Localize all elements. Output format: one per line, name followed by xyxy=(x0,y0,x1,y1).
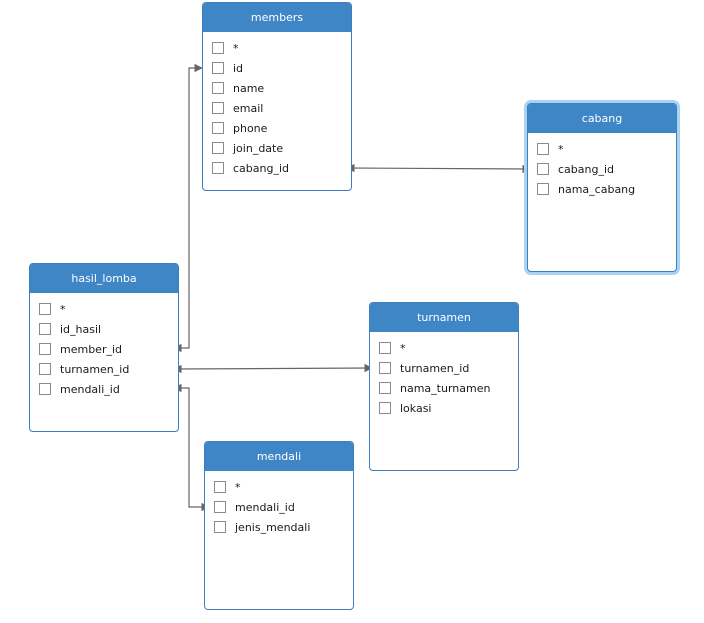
field-label: nama_turnamen xyxy=(400,381,491,395)
table-cabang[interactable]: cabang * cabang_id nama_cabang xyxy=(527,103,677,272)
field-label: * xyxy=(233,41,239,55)
field-checkbox[interactable] xyxy=(39,303,51,315)
field-row-hasil-lomba-star[interactable]: * xyxy=(30,299,178,319)
field-row-cabang-nama-cabang[interactable]: nama_cabang xyxy=(528,179,676,199)
field-checkbox[interactable] xyxy=(214,481,226,493)
field-label: cabang_id xyxy=(233,161,290,175)
field-checkbox[interactable] xyxy=(212,162,224,174)
field-row-cabang-star[interactable]: * xyxy=(528,139,676,159)
field-row-members-name[interactable]: name xyxy=(203,78,351,98)
field-checkbox[interactable] xyxy=(39,323,51,335)
field-row-turnamen-turnamen-id[interactable]: turnamen_id xyxy=(370,358,518,378)
field-checkbox[interactable] xyxy=(212,142,224,154)
field-label: member_id xyxy=(60,342,123,356)
table-hasil-lomba[interactable]: hasil_lomba * id_hasil member_id turname… xyxy=(29,263,179,432)
field-row-cabang-cabang-id[interactable]: cabang_id xyxy=(528,159,676,179)
field-checkbox[interactable] xyxy=(214,521,226,533)
table-mendali-title[interactable]: mendali xyxy=(205,442,353,471)
field-label: * xyxy=(558,142,564,156)
field-checkbox[interactable] xyxy=(379,402,391,414)
field-row-hasil-lomba-turnamen-id[interactable]: turnamen_id xyxy=(30,359,178,379)
connector-turnamen-id-to-turnamen[interactable] xyxy=(173,363,373,374)
field-label: email xyxy=(233,101,264,115)
field-checkbox[interactable] xyxy=(212,82,224,94)
field-checkbox[interactable] xyxy=(537,163,549,175)
field-label: turnamen_id xyxy=(60,362,130,376)
table-turnamen[interactable]: turnamen * turnamen_id nama_turnamen lok… xyxy=(369,302,519,471)
table-members-title[interactable]: members xyxy=(203,3,351,32)
table-turnamen-title[interactable]: turnamen xyxy=(370,303,518,332)
field-label: lokasi xyxy=(400,401,432,415)
field-row-members-join-date[interactable]: join_date xyxy=(203,138,351,158)
field-checkbox[interactable] xyxy=(212,42,224,54)
field-label: cabang_id xyxy=(558,162,615,176)
table-members[interactable]: members * id name email phone join_date … xyxy=(202,2,352,191)
field-row-turnamen-nama-turnamen[interactable]: nama_turnamen xyxy=(370,378,518,398)
field-checkbox[interactable] xyxy=(39,343,51,355)
field-checkbox[interactable] xyxy=(39,383,51,395)
field-row-members-star[interactable]: * xyxy=(203,38,351,58)
field-label: turnamen_id xyxy=(400,361,470,375)
field-row-hasil-lomba-member-id[interactable]: member_id xyxy=(30,339,178,359)
field-row-mendali-mendali-id[interactable]: mendali_id xyxy=(205,497,353,517)
table-mendali[interactable]: mendali * mendali_id jenis_mendali xyxy=(204,441,354,610)
field-label: id_hasil xyxy=(60,322,102,336)
field-label: * xyxy=(235,480,241,494)
field-label: mendali_id xyxy=(235,500,295,514)
field-checkbox[interactable] xyxy=(212,102,224,114)
field-checkbox[interactable] xyxy=(379,382,391,394)
field-checkbox[interactable] xyxy=(214,501,226,513)
field-checkbox[interactable] xyxy=(379,362,391,374)
field-row-members-cabang-id[interactable]: cabang_id xyxy=(203,158,351,178)
field-label: id xyxy=(233,61,244,75)
field-checkbox[interactable] xyxy=(537,183,549,195)
field-row-turnamen-lokasi[interactable]: lokasi xyxy=(370,398,518,418)
field-label: join_date xyxy=(233,141,284,155)
field-label: jenis_mendali xyxy=(235,520,311,534)
field-row-hasil-lomba-mendali-id[interactable]: mendali_id xyxy=(30,379,178,399)
field-row-members-email[interactable]: email xyxy=(203,98,351,118)
field-label: mendali_id xyxy=(60,382,120,396)
field-row-turnamen-star[interactable]: * xyxy=(370,338,518,358)
table-hasil-lomba-title[interactable]: hasil_lomba xyxy=(30,264,178,293)
field-row-mendali-jenis-mendali[interactable]: jenis_mendali xyxy=(205,517,353,537)
field-checkbox[interactable] xyxy=(537,143,549,155)
field-label: phone xyxy=(233,121,268,135)
field-checkbox[interactable] xyxy=(212,122,224,134)
field-label: nama_cabang xyxy=(558,182,636,196)
field-label: * xyxy=(400,341,406,355)
field-label: name xyxy=(233,81,265,95)
connector-members-cabang-to-cabang[interactable] xyxy=(346,163,531,174)
field-checkbox[interactable] xyxy=(39,363,51,375)
table-cabang-title[interactable]: cabang xyxy=(528,104,676,133)
field-row-members-phone[interactable]: phone xyxy=(203,118,351,138)
field-row-hasil-lomba-id-hasil[interactable]: id_hasil xyxy=(30,319,178,339)
field-label: * xyxy=(60,302,66,316)
field-checkbox[interactable] xyxy=(379,342,391,354)
field-checkbox[interactable] xyxy=(212,62,224,74)
field-row-mendali-star[interactable]: * xyxy=(205,477,353,497)
field-row-members-id[interactable]: id xyxy=(203,58,351,78)
